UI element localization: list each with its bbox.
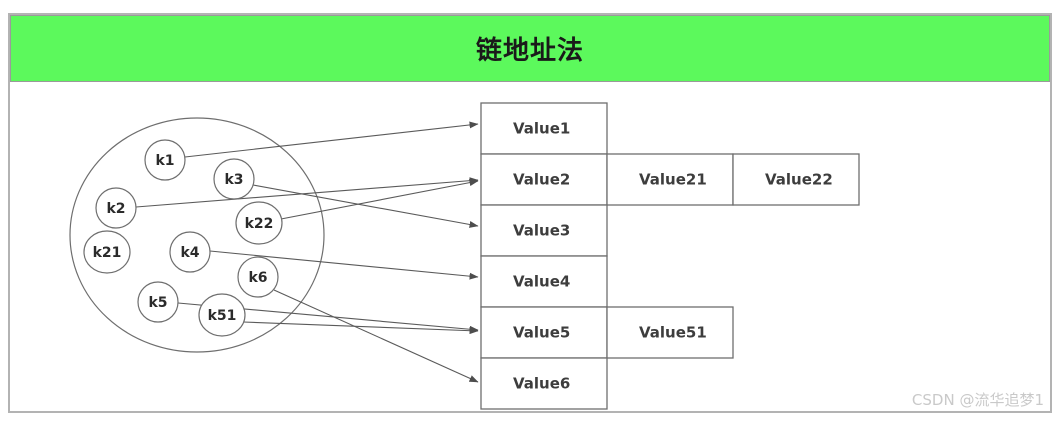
key-node-k5	[137, 281, 179, 323]
chain-node-cell	[732, 153, 860, 206]
bucket-head-cell	[480, 357, 608, 410]
edge-k51-to-Value5	[242, 321, 479, 335]
key-node-k21	[83, 230, 131, 274]
key-node-label: k51	[208, 308, 237, 324]
key-node-label: k3	[224, 172, 243, 188]
cell-label: Value22	[765, 171, 833, 189]
key-node-k22	[235, 201, 283, 245]
bucket-head-cell	[480, 102, 608, 155]
cell-label: Value1	[513, 120, 570, 138]
key-node-k51	[198, 293, 246, 337]
cell-label: Value51	[639, 324, 707, 342]
chain-node-cell	[606, 306, 734, 359]
cell-label: Value3	[513, 222, 570, 240]
key-node-k4	[169, 231, 211, 273]
cell-label: Value2	[513, 171, 570, 189]
key-node-label: k6	[248, 270, 267, 286]
edge-k22-to-Value2	[280, 179, 479, 220]
key-node-label: k5	[148, 295, 167, 311]
key-node-label: k21	[93, 245, 122, 261]
key-node-k2	[95, 187, 137, 229]
chain-node-cell	[606, 153, 734, 206]
edge-k2-to-Value2	[135, 177, 479, 208]
cell-label: Value6	[513, 375, 570, 393]
edge-k1-to-Value1	[184, 121, 479, 158]
key-node-label: k4	[180, 245, 199, 261]
cell-label: Value5	[513, 324, 570, 342]
title-bar: 链地址法	[10, 15, 1050, 82]
key-node-k1	[144, 139, 186, 181]
key-set-boundary-group	[69, 117, 325, 353]
key-node-label: k2	[106, 201, 125, 217]
bucket-head-cell	[480, 204, 608, 257]
edge-k3-to-Value3	[252, 184, 479, 228]
key-node-k3	[213, 158, 255, 200]
cell-label: Value4	[513, 273, 570, 291]
key-node-label: k1	[155, 153, 174, 169]
page-title: 链地址法	[475, 36, 584, 66]
edge-k6-to-Value6	[273, 289, 479, 383]
edge-k4-to-Value4	[209, 250, 479, 280]
cell-label: Value21	[639, 171, 707, 189]
key-universe-boundary	[69, 117, 325, 353]
key-node-k6	[237, 256, 279, 298]
csdn-watermark: CSDN @流华追梦1	[911, 391, 1044, 409]
key-nodes-group: k1 k3 k2 k22 k21 k4 k6 k5 k51	[83, 139, 283, 337]
key-node-label: k22	[245, 216, 274, 232]
